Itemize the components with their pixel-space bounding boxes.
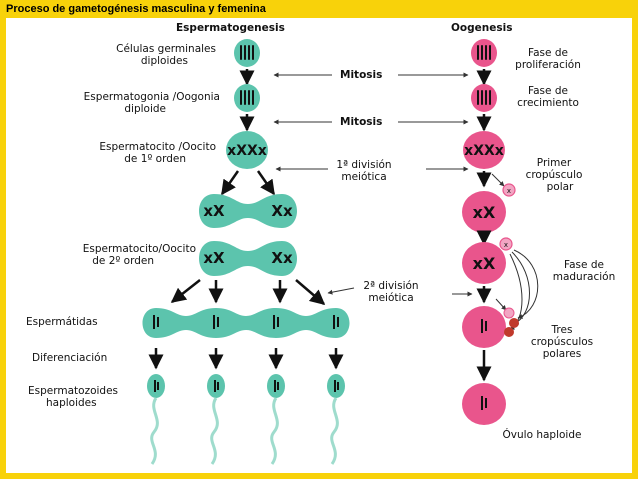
label-celulas-germinales: Células germinales: [116, 43, 216, 55]
diferenciacion-arrows: [148, 348, 344, 370]
label-espermatogonia: Espermatogonia /Oogonia: [84, 91, 220, 103]
ovulo-cell: [462, 383, 506, 425]
label-fase-crecimiento: Fase de: [528, 85, 568, 97]
chromosome-x-icon: xX: [203, 249, 225, 267]
spermatogenesis-column: xXXx xX Xx xX Xx: [142, 39, 350, 465]
label-polar: polar: [547, 181, 574, 193]
chromosomes-haploid-icon: [481, 396, 487, 410]
corpusculo-polar: [499, 237, 513, 251]
header-oogenesis: Oogenesis: [451, 22, 512, 34]
header-espermatogenesis: Espermatogenesis: [176, 22, 285, 34]
label-crecimiento: crecimiento: [517, 97, 579, 109]
espermatogonia-cell: [234, 84, 260, 112]
chromosome-x-icon: xX: [473, 254, 496, 273]
label-mitosis-1: Mitosis: [340, 69, 382, 81]
label-proliferacion: proliferación: [515, 59, 581, 71]
label-tres: Tres: [551, 324, 573, 336]
label-mitosis-2: Mitosis: [340, 116, 382, 128]
division-1-cell: [199, 194, 297, 228]
label-meiosis-1: 1ª división: [336, 159, 391, 171]
oogenesis-column: xXXx x xX x xX: [462, 39, 539, 425]
label-espermatocito-2-orden: de 2º orden: [92, 255, 154, 267]
oocito-division-cell: [462, 191, 506, 233]
label-fase-maduracion: Fase de: [564, 259, 604, 271]
chromosomes-icon: [477, 90, 491, 105]
label-diferenciacion: Diferenciación: [32, 352, 107, 364]
chromosomes-xxx-icon: xXXx: [464, 143, 504, 159]
chromosomes-icon: [240, 90, 254, 105]
chromosome-x-icon: Xx: [271, 249, 293, 267]
label-espermatozoides: Espermatozoides: [28, 385, 118, 397]
label-cropusculos: cropúsculos: [531, 336, 593, 348]
chromosome-x-icon: xX: [203, 202, 225, 220]
diagram-title: Proceso de gametogénesis masculina y fem…: [6, 3, 266, 15]
label-primer: Primer: [537, 157, 572, 169]
label-espermatogonia-diploide: diploide: [124, 103, 166, 115]
label-meiosis-2b: meiótica: [368, 292, 413, 304]
espermatozoides: [147, 374, 345, 465]
espermatozoide: [267, 374, 285, 465]
espermatocito-1-cell: [226, 131, 268, 169]
label-haploides: haploides: [46, 397, 97, 409]
label-meiosis-1b: meiótica: [341, 171, 386, 183]
label-espermatocito-2: Espermatocito/Oocito: [83, 243, 196, 255]
ootidia-cell: [462, 306, 506, 348]
svg-text:x: x: [507, 187, 511, 195]
espermatozoide: [207, 374, 225, 465]
label-espermatocito-1: Espermatocito /Oocito: [99, 141, 216, 153]
chromosomes-icon: [477, 45, 491, 60]
label-espermatocito-1-orden: de 1º orden: [124, 153, 186, 165]
chromosomes-haploid-icon: [153, 315, 339, 329]
chromosome-x-icon: Xx: [271, 202, 293, 220]
oocito-1-cell: [463, 131, 505, 169]
chromosomes-icon: [240, 45, 254, 60]
label-espermatidas: Espermátidas: [26, 316, 98, 328]
diagram-panel: Espermatogenesis Oogenesis Células germi…: [6, 18, 632, 473]
espermatozoide: [147, 374, 165, 465]
label-maduracion: maduración: [553, 271, 616, 283]
label-cropusculo: cropúsculo: [526, 169, 583, 181]
chromosomes-xxx-icon: xXXx: [227, 143, 267, 159]
oocito-2-cell: [462, 242, 506, 284]
celula-germinal-cell: [234, 39, 260, 67]
label-ovulo-haploide: Óvulo haploide: [503, 428, 582, 441]
espermatidas-cells: [142, 308, 350, 338]
label-fase-proliferacion: Fase de: [528, 47, 568, 59]
oogonia-cell: [471, 84, 497, 112]
corpusculo-polar: [504, 327, 514, 337]
gametogenesis-diagram: Espermatogenesis Oogenesis Células germi…: [26, 22, 616, 465]
oogonia-germinal-cell: [471, 39, 497, 67]
chromosome-x-icon: xX: [473, 203, 496, 222]
svg-text:x: x: [504, 241, 508, 249]
mitosis-arrows: [273, 72, 473, 297]
primer-corpusculo-polar: [502, 183, 516, 197]
maduracion-arrows: [509, 249, 539, 331]
label-polares: polares: [543, 348, 581, 360]
corpusculo-polar: [503, 307, 515, 319]
label-meiosis-2: 2ª división: [363, 280, 418, 292]
label-diploides: diploides: [141, 55, 188, 67]
espermatocito-2-cell: [199, 241, 297, 276]
espermatozoide: [327, 374, 345, 465]
corpusculo-polar: [509, 318, 519, 328]
chromosomes-haploid-icon: [481, 319, 487, 333]
